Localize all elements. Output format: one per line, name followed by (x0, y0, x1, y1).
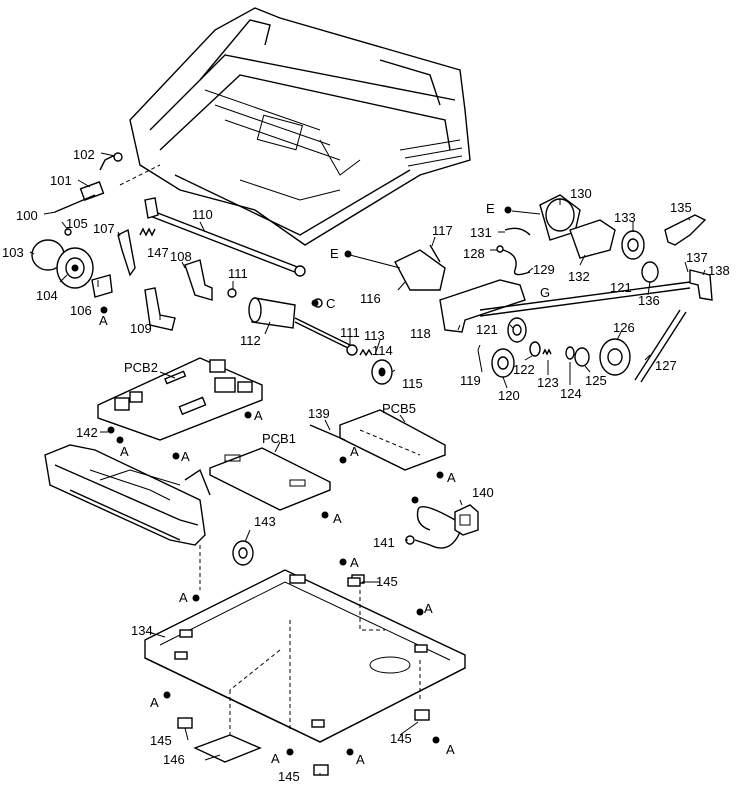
callout-131: 131 (470, 225, 492, 240)
callout-120: 120 (498, 388, 520, 403)
callout-141: 141 (373, 535, 395, 550)
callout-127: 127 (655, 358, 677, 373)
callout-123: 123 (537, 375, 559, 390)
callout-132: 132 (568, 269, 590, 284)
callout-102: 102 (73, 147, 95, 162)
callout-115: 115 (402, 376, 423, 391)
callout-135: 135 (670, 200, 692, 215)
pads-group (177, 577, 430, 776)
callout-139: 139 (308, 406, 330, 421)
pcb1-board (209, 447, 331, 511)
callout-145-a: 145 (376, 574, 398, 589)
callout-labels: 102 101 100 105 103 104 106 107 147 110 … (2, 147, 730, 784)
board-labels: PCB2 PCB1 PCB5 (124, 360, 416, 446)
callout-128: 128 (463, 246, 485, 261)
ref-a-base-right: A (424, 601, 433, 616)
callout-117: 117 (432, 223, 453, 238)
ref-a-pcb1: A (333, 511, 342, 526)
callout-142: 142 (76, 425, 98, 440)
right-mechanism-group (344, 194, 713, 383)
printer-frame (119, 7, 471, 246)
screws-group (100, 299, 444, 756)
ref-a-bracket: A (181, 449, 190, 464)
callout-112: 112 (240, 333, 261, 348)
callout-145-b: 145 (150, 733, 172, 748)
callout-109: 109 (130, 321, 152, 336)
ref-a-base-bottom-1: A (271, 751, 280, 766)
callout-121-a: 121 (476, 322, 498, 337)
ref-a-base-bottom-3: A (446, 742, 455, 757)
callout-105: 105 (66, 216, 88, 231)
ref-a-base-left: A (150, 695, 159, 710)
callout-108: 108 (170, 249, 192, 264)
label-pcb2: PCB2 (124, 360, 158, 375)
callout-113: 113 (364, 328, 385, 343)
label-pcb1: PCB1 (262, 431, 296, 446)
callout-126: 126 (613, 320, 635, 335)
leader-lines (29, 152, 706, 775)
callout-118: 118 (410, 326, 431, 341)
callout-121-b: 121 (610, 280, 632, 295)
ref-g: G (540, 285, 550, 300)
ref-e-130: E (486, 201, 495, 216)
callout-111-a: 111 (228, 266, 248, 281)
callout-101: 101 (50, 173, 72, 188)
callout-107: 107 (93, 221, 115, 236)
callout-146: 146 (163, 752, 185, 767)
label-pcb5: PCB5 (382, 401, 416, 416)
callout-111-b: 111 (340, 325, 360, 340)
callout-133: 133 (614, 210, 636, 225)
callout-134: 134 (131, 623, 153, 638)
callout-106: 106 (70, 303, 92, 318)
pcb2-board (97, 357, 263, 441)
callout-124: 124 (560, 386, 582, 401)
callout-100: 100 (16, 208, 38, 223)
roller-group (227, 288, 393, 385)
callout-147: 147 (147, 245, 169, 260)
ref-a-pcb5-left: A (350, 444, 359, 459)
callout-145-d: 145 (278, 769, 300, 784)
callout-130: 130 (570, 186, 592, 201)
callout-125: 125 (585, 373, 607, 388)
callout-119: 119 (460, 373, 481, 388)
ref-a-142: A (120, 444, 129, 459)
bracket-assembly (44, 444, 254, 590)
callout-104: 104 (36, 288, 58, 303)
callout-114: 114 (372, 343, 393, 358)
connector-140 (405, 504, 479, 549)
callout-145-c: 145 (390, 731, 412, 746)
callout-137: 137 (686, 250, 708, 265)
screw-reference-letters: A C E E G A A A A A A A A A A A A A (99, 201, 550, 767)
ref-a-base-top: A (350, 555, 359, 570)
callout-122: 122 (513, 362, 535, 377)
ref-a-bracket-low: A (179, 590, 188, 605)
callout-129: 129 (533, 262, 555, 277)
ref-a-pcb2: A (254, 408, 263, 423)
callout-103: 103 (2, 245, 24, 260)
pcb5-board (309, 409, 446, 471)
ref-e-116: E (330, 246, 339, 261)
ref-c: C (326, 296, 335, 311)
ref-a-106: A (99, 313, 108, 328)
ref-a-base-bottom-2: A (356, 752, 365, 767)
callout-143: 143 (254, 514, 276, 529)
callout-140: 140 (472, 485, 494, 500)
callout-136: 136 (638, 293, 660, 308)
left-parts-group (31, 152, 306, 331)
ref-a-pcb5-right: A (447, 470, 456, 485)
base-plate (144, 569, 466, 743)
callout-138: 138 (708, 263, 730, 278)
callout-116: 116 (360, 291, 381, 306)
callout-110: 110 (192, 207, 213, 222)
